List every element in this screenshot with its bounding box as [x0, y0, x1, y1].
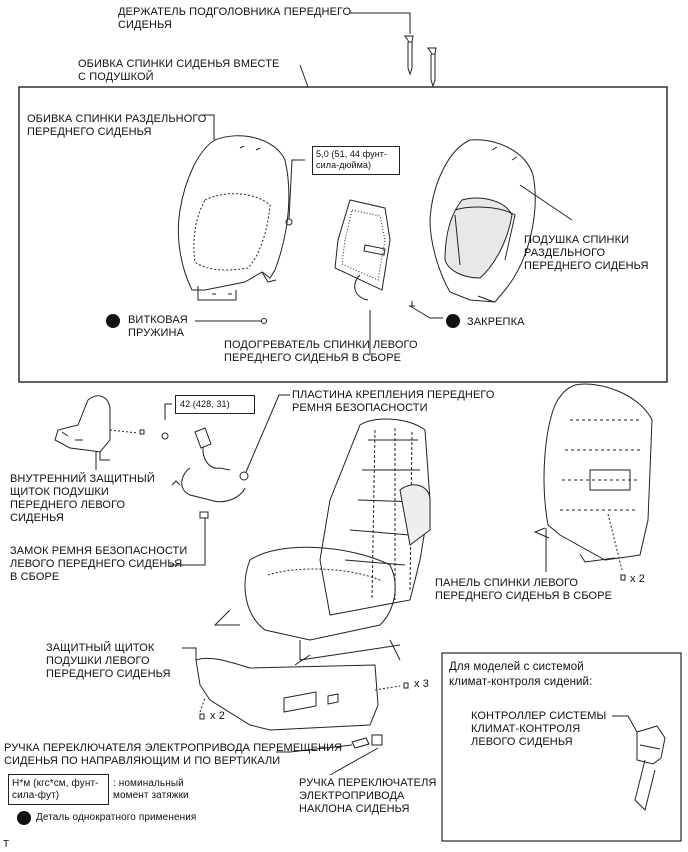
board-bolt-line	[607, 513, 623, 571]
leader-slide-knob	[276, 744, 353, 753]
label-qty-x2-right: x 2	[630, 573, 645, 585]
torque-value-1: 5,0 (51, 44 фунт- сила-дюйма)	[316, 149, 388, 170]
climate-controller-drawing	[634, 725, 666, 811]
label-coil-spring: ВИТКОВАЯ ПРУЖИНА	[128, 314, 188, 339]
label-headrest-holder: ДЕРЖАТЕЛЬ ПОДГОЛОВНИКА ПЕРЕДНЕГО СИДЕНЬЯ	[118, 6, 352, 31]
label-inner-cushion-shield: ВНУТРЕННИЙ ЗАЩИТНЫЙ ЩИТОК ПОДУШКИ ПЕРЕДН…	[10, 473, 155, 524]
torque-box-2: 42 (428, 31)	[175, 395, 255, 414]
leader-pad	[519, 184, 573, 221]
torque-box-1: 5,0 (51, 44 фунт- сила-дюйма)	[312, 146, 400, 175]
climate-inset-frame	[441, 652, 682, 842]
label-climate-controller: КОНТРОЛЛЕР СИСТЕМЫ КЛИМАТ-КОНТРОЛЯ ЛЕВОГ…	[471, 710, 607, 748]
label-climate-models: Для моделей с системой климат-контроля с…	[449, 661, 593, 688]
label-qty-x2-left: x 2	[210, 710, 225, 722]
leader-cushion-shield	[182, 647, 197, 660]
leader-separate-cover	[203, 114, 215, 140]
slide-knob-part	[351, 737, 370, 749]
seatback-heater-drawing	[334, 199, 391, 301]
shield-bolt-line-left	[199, 697, 206, 713]
leader-headrest	[350, 12, 411, 34]
legend-torque-units: Н*м (кгс*см, фунт- сила-фут)	[12, 778, 99, 801]
label-seat-belt-buckle: ЗАМОК РЕМНЯ БЕЗОПАСНОСТИ ЛЕВОГО ПЕРЕДНЕГ…	[10, 545, 188, 583]
label-recliner-knob: РУЧКА ПЕРЕКЛЮЧАТЕЛЯ ЭЛЕКТРОПРИВОДА НАКЛО…	[299, 777, 437, 815]
label-cushion-shield: ЗАЩИТНЫЙ ЩИТОК ПОДУШКИ ЛЕВОГО ПЕРЕДНЕГО …	[46, 642, 171, 680]
inner-shield-bolt-line	[109, 429, 139, 434]
recliner-knob-part	[371, 734, 383, 746]
label-separate-seatback-cover: ОБИВКА СПИНКИ РАЗДЕЛЬНОГО ПЕРЕДНЕГО СИДЕ…	[27, 113, 207, 138]
leader-torque-2	[164, 403, 172, 420]
torque-value-2: 42 (428, 31)	[180, 399, 230, 409]
label-seatback-pad: ПОДУШКА СПИНКИ РАЗДЕЛЬНОГО ПЕРЕДНЕГО СИД…	[524, 234, 649, 272]
upper-section-frame	[18, 86, 668, 383]
label-seatback-heater: ПОДОГРЕВАТЕЛЬ СПИНКИ ЛЕВОГО ПЕРЕДНЕГО СИ…	[224, 339, 418, 364]
coil-spring-part	[261, 318, 267, 324]
shield-bolt-line-right	[374, 685, 401, 691]
board-bolt	[620, 574, 626, 581]
legend-torque-meaning: : номинальный момент затяжки	[113, 778, 189, 801]
clip-part	[409, 301, 443, 319]
cushion-shield-drawing	[195, 657, 379, 731]
seat-frame-drawing	[213, 418, 431, 666]
belt-anchor-plate-part	[239, 471, 249, 481]
leader-cover-with-pad	[299, 64, 309, 88]
corner-mark: T	[3, 839, 10, 850]
legend-torque-box: Н*м (кгс*см, фунт- сила-фут)	[8, 774, 109, 805]
label-seatback-cover-with-pad: ОБИВКА СПИНКИ СИДЕНЬЯ ВМЕСТЕ С ПОДУШКОЙ	[78, 58, 280, 83]
label-clip: ЗАКРЕПКА	[467, 316, 525, 328]
seat-belt-buckle-drawing	[171, 427, 246, 519]
leader-climate	[612, 715, 638, 733]
non-reusable-mark-clip	[446, 314, 460, 328]
leader-anchor-plate	[245, 394, 290, 473]
leader-buckle	[170, 518, 206, 566]
label-qty-x3: x 3	[414, 678, 429, 690]
inner-shield-bolt	[139, 429, 145, 435]
label-seatback-board: ПАНЕЛЬ СПИНКИ ЛЕВОГО ПЕРЕДНЕГО СИДЕНЬЯ В…	[435, 577, 613, 602]
non-reusable-mark-coil-spring	[106, 314, 120, 328]
seatback-cover-drawing	[177, 135, 290, 301]
legend-non-reusable: Деталь однократного применения	[36, 812, 197, 823]
legend-non-reusable-dot	[17, 811, 31, 825]
shield-bolt-right	[403, 682, 409, 689]
seatback-pad-drawing	[429, 139, 536, 303]
belt-bolt	[161, 432, 169, 440]
leader-torque-1	[288, 159, 305, 220]
shield-bolt-left	[199, 713, 205, 720]
seatback-board-drawing	[533, 383, 653, 563]
leader-recliner-knob	[329, 747, 379, 776]
label-belt-anchor-plate: ПЛАСТИНА КРЕПЛЕНИЯ ПЕРЕДНЕГО РЕМНЯ БЕЗОП…	[292, 389, 495, 414]
headrest-holder-parts	[404, 35, 437, 88]
inner-shield-drawing	[54, 395, 111, 461]
label-slide-vertical-knob: РУЧКА ПЕРЕКЛЮЧАТЕЛЯ ЭЛЕКТРОПРИВОДА ПЕРЕМ…	[4, 742, 343, 767]
